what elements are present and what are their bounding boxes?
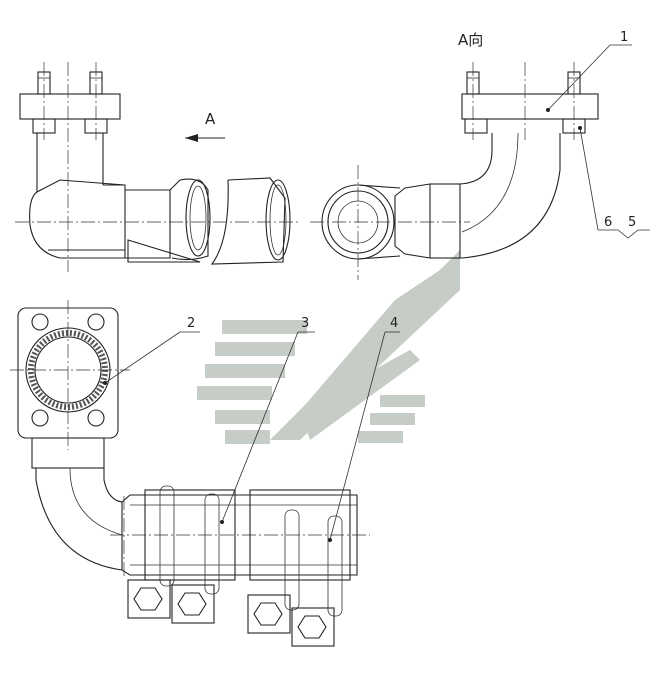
callout-2: 2: [187, 316, 195, 331]
callout-5: 5: [628, 215, 636, 230]
callout-4: 4: [390, 316, 398, 331]
hose-assembly-plan: [10, 300, 370, 647]
direction-arrow: A: [185, 110, 225, 142]
callout-3: 3: [301, 316, 309, 331]
elbow-side-view: [15, 62, 300, 272]
watermark-logo: [197, 250, 460, 444]
callout-1: 1: [620, 30, 628, 45]
view-label: A向: [458, 31, 483, 49]
callouts: 1 2 3 4 5 6: [103, 30, 650, 542]
arrow-label: A: [205, 110, 216, 128]
callout-6: 6: [604, 215, 612, 230]
elbow-view-a: A向: [310, 31, 599, 280]
